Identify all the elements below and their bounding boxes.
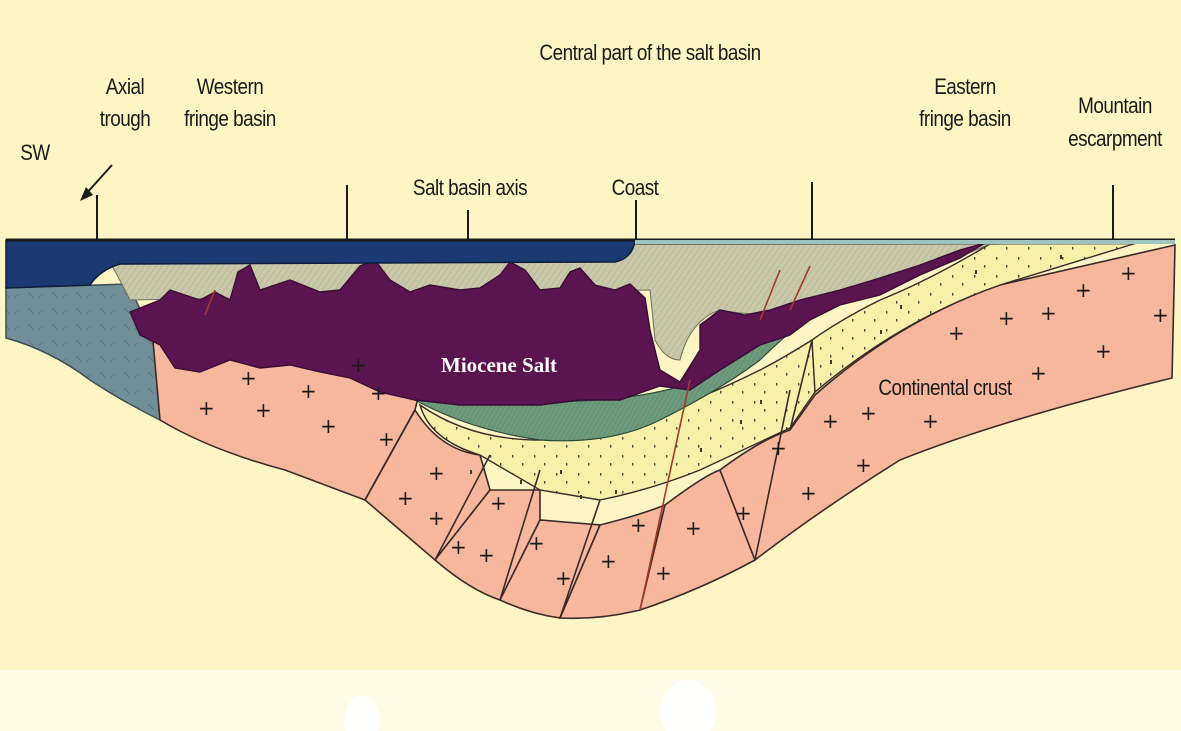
dot-3 [560,470,562,474]
cross-8: + [378,427,395,451]
label-salt-axis: Salt basin axis [406,175,535,200]
dot-12 [975,270,977,274]
label-miocene-salt: Miocene Salt [441,353,557,378]
dot-10 [880,330,882,334]
label-axial-2: trough [86,106,163,131]
cross-32: + [1075,278,1092,302]
cross-22: + [770,436,787,460]
cross-5: + [300,379,317,403]
dot-4 [580,495,582,499]
label-eastern-2: fringe basin [905,106,1025,131]
cross-3: + [198,396,215,420]
dot-7 [740,420,742,424]
cross-16: + [555,566,572,590]
label-central-basin: Central part of the salt basin [521,40,779,65]
cross-19: + [655,561,672,585]
label-mountain-1: Mountain [1059,93,1171,118]
label-sw: SW [14,140,57,165]
cross-26: + [860,401,877,425]
cross-23: + [800,481,817,505]
cross-17: + [600,549,617,573]
dot-13 [1060,255,1062,259]
cross-11: + [428,506,445,530]
cross-10: + [428,461,445,485]
dot-11 [900,305,902,309]
label-western-2: fringe basin [170,106,290,131]
dot-8 [760,400,762,404]
cross-28: + [948,321,965,345]
cross-21: + [735,501,752,525]
cross-35: + [1152,303,1169,327]
cross-7: + [320,414,337,438]
cross-2: + [350,353,367,377]
bottom-fade [0,670,1181,731]
cross-14: + [478,543,495,567]
label-eastern-1: Eastern [905,74,1025,99]
dot-2 [520,480,522,484]
dot-9 [830,360,832,364]
cross-31: + [1030,361,1047,385]
cross-29: + [998,306,1015,330]
cross-33: + [1120,261,1137,285]
cross-30: + [1040,301,1057,325]
cross-1: + [240,366,257,390]
cross-18: + [630,513,647,537]
cross-15: + [528,531,545,555]
dot-1 [470,470,472,474]
cross-27: + [922,409,939,433]
dot-5 [615,490,617,494]
cross-20: + [685,516,702,540]
cross-9: + [397,486,414,510]
dot-6 [700,448,702,452]
cross-34: + [1095,339,1112,363]
cross-6: + [370,381,387,405]
label-axial-1: Axial [86,74,163,99]
label-coast: Coast [601,175,670,200]
cross-12: + [490,491,507,515]
land-surface-strip [635,240,1175,244]
cross-13: + [450,535,467,559]
cross-24: + [822,409,839,433]
cross-4: + [255,398,272,422]
label-western-1: Western [170,74,290,99]
label-continental-crust: Continental crust [863,375,1026,400]
cross-25: + [855,453,872,477]
label-mountain-2: escarpment [1059,126,1171,151]
